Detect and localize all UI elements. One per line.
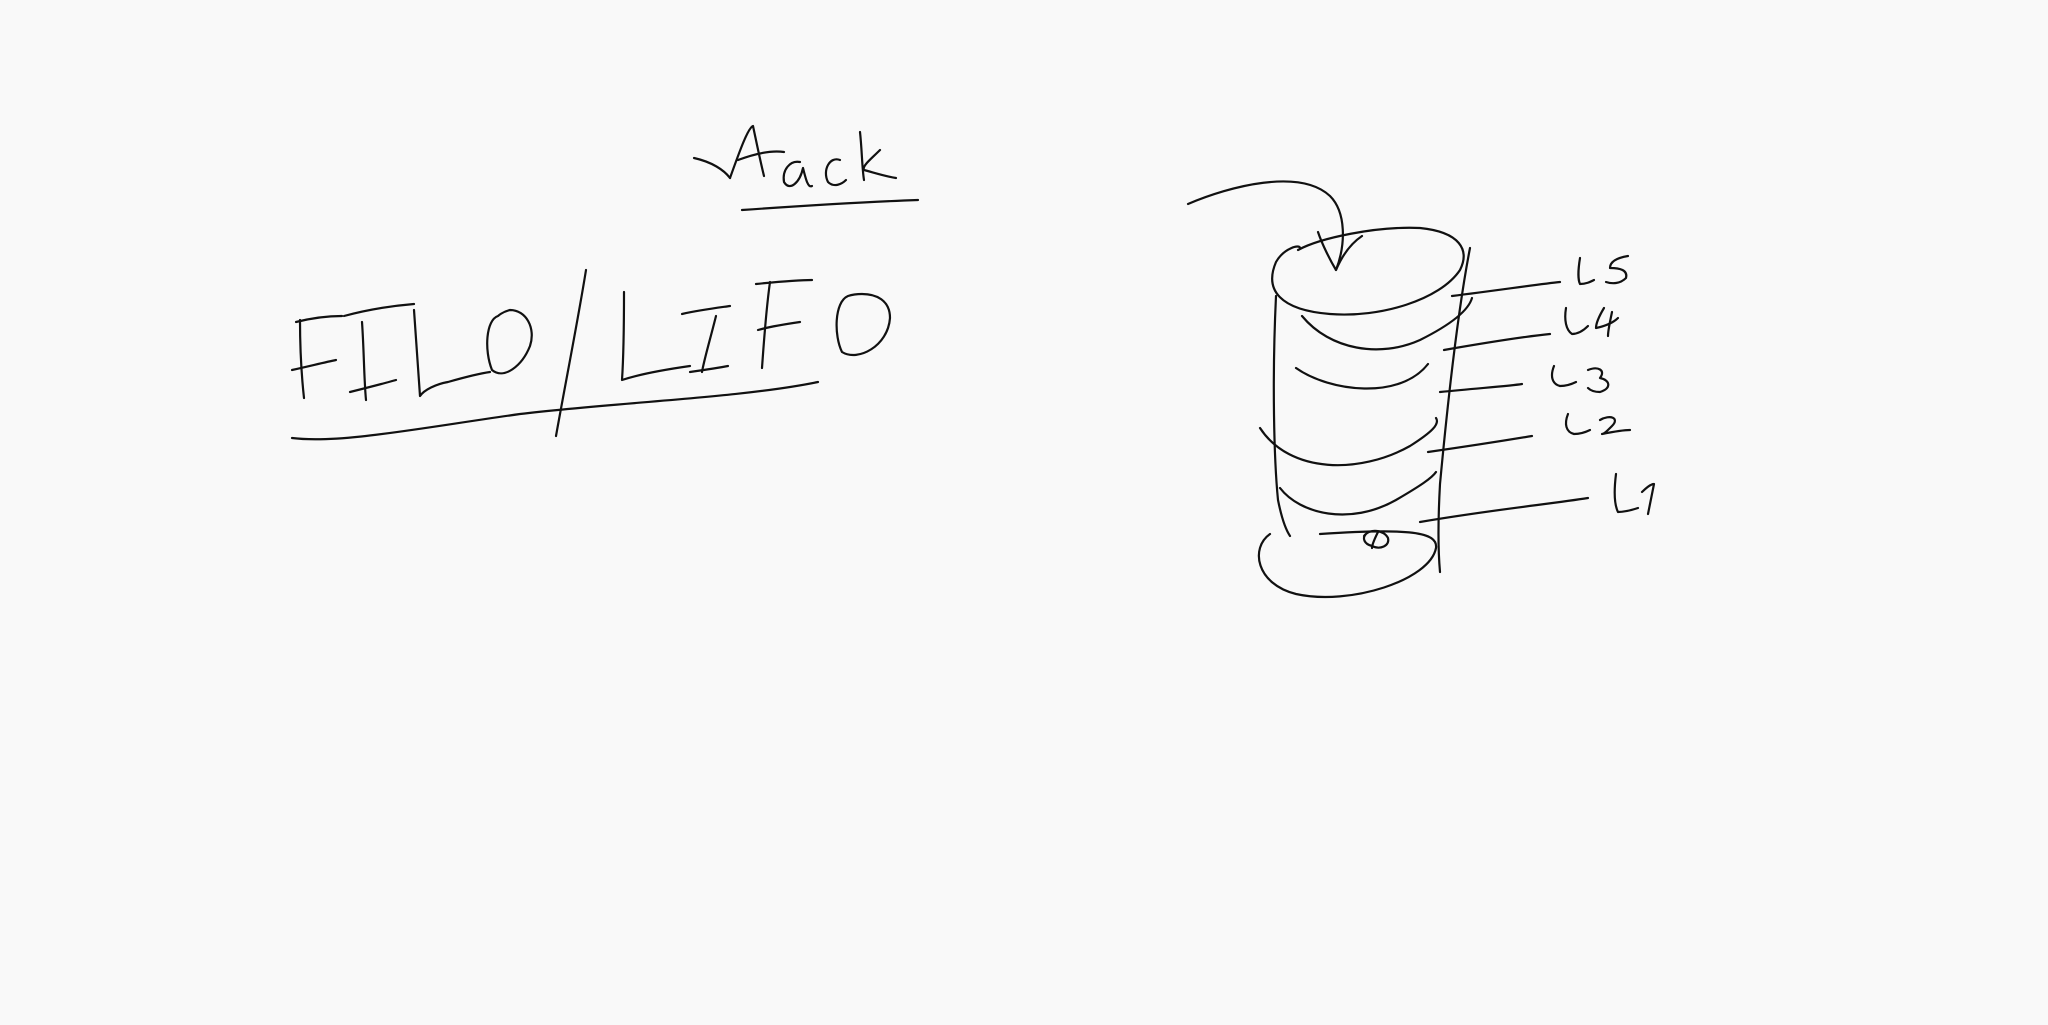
label-l4 [1564, 306, 1620, 338]
heading-filo-lifo [290, 268, 892, 441]
label-l1 [1613, 472, 1656, 516]
label-l5 [1577, 254, 1630, 286]
heading-stack [692, 124, 920, 212]
label-l2 [1564, 412, 1632, 436]
label-l3 [1550, 364, 1610, 394]
stack-cylinder-diagram [1186, 180, 1590, 599]
